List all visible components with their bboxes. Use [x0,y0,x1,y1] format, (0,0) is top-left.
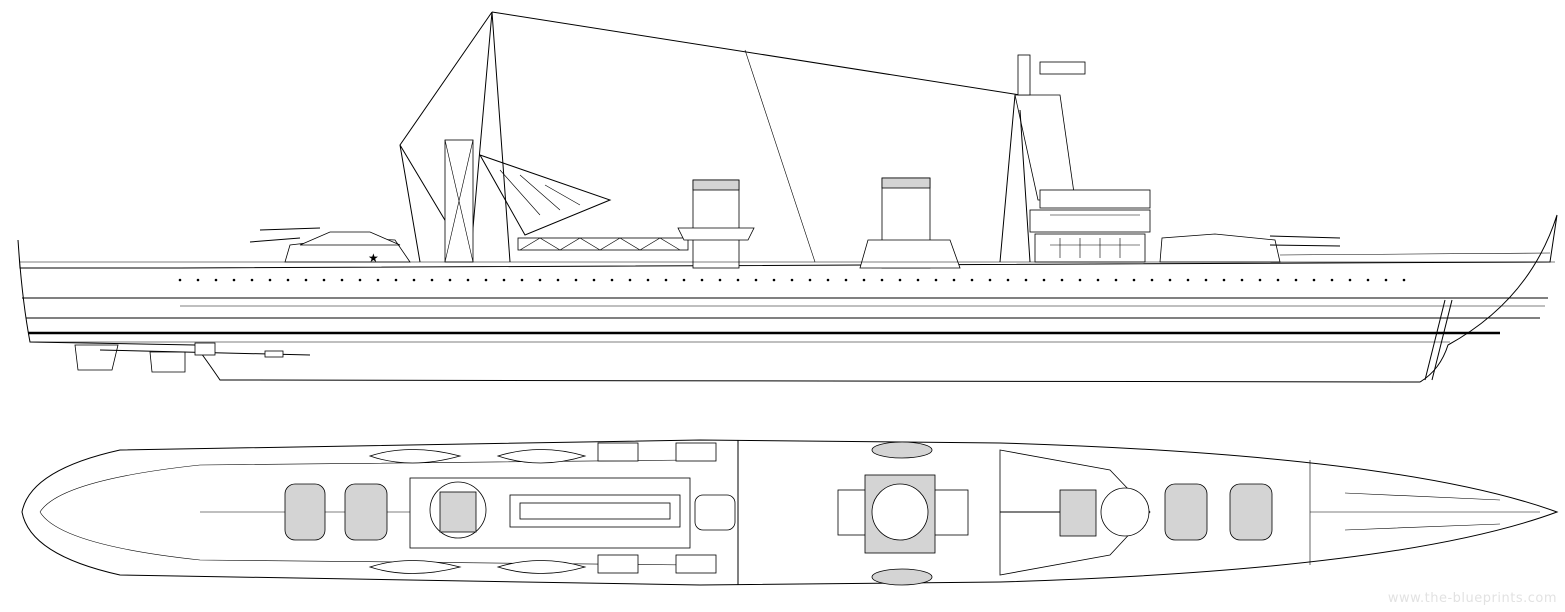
porthole [736,278,740,282]
porthole [970,278,974,282]
porthole [466,278,470,282]
porthole [484,278,488,282]
porthole [610,278,614,282]
portholes [178,278,1406,282]
porthole [394,278,398,282]
porthole [1024,278,1028,282]
hull-plan [21,439,1559,586]
porthole [502,278,506,282]
porthole [430,278,434,282]
porthole [268,278,272,282]
porthole [592,278,596,282]
porthole [916,278,920,282]
porthole [862,278,866,282]
porthole [1060,278,1064,282]
porthole [1114,278,1118,282]
porthole [1222,278,1226,282]
porthole [1348,278,1352,282]
porthole [898,278,902,282]
porthole [1132,278,1136,282]
porthole [1042,278,1046,282]
porthole [1096,278,1100,282]
torpedo-tubes [597,442,717,574]
fore-turret [1159,233,1281,263]
star-emblem: ★ [368,251,379,265]
porthole [934,278,938,282]
porthole [772,278,776,282]
porthole [700,278,704,282]
porthole [664,278,668,282]
porthole [196,278,200,282]
top-plan-view [21,439,1559,586]
porthole [952,278,956,282]
porthole [358,278,362,282]
porthole [574,278,578,282]
porthole [1402,278,1406,282]
porthole [790,278,794,282]
porthole [646,278,650,282]
foremast-tower [1014,94,1076,201]
porthole [1366,278,1370,282]
porthole [520,278,524,282]
porthole [556,278,560,282]
side-profile-view: ★ [17,11,1558,383]
porthole [718,278,722,282]
porthole [826,278,830,282]
aft-funnel [692,179,740,269]
porthole [1168,278,1172,282]
porthole [448,278,452,282]
porthole [844,278,848,282]
porthole [1186,278,1190,282]
porthole [1276,278,1280,282]
porthole [988,278,992,282]
porthole [340,278,344,282]
porthole [682,278,686,282]
porthole [1006,278,1010,282]
porthole [1150,278,1154,282]
porthole [754,278,758,282]
porthole [628,278,632,282]
porthole [1312,278,1316,282]
porthole [412,278,416,282]
porthole [1330,278,1334,282]
porthole [376,278,380,282]
porthole [322,278,326,282]
porthole [250,278,254,282]
porthole [1204,278,1208,282]
porthole [304,278,308,282]
boats [368,449,587,574]
porthole [286,278,290,282]
porthole [538,278,542,282]
porthole [214,278,218,282]
porthole [1240,278,1244,282]
porthole [232,278,236,282]
porthole [178,278,182,282]
porthole [880,278,884,282]
porthole [1078,278,1082,282]
porthole [1384,278,1388,282]
porthole [1294,278,1298,282]
watermark: www.the-blueprints.com [1387,591,1557,606]
porthole [1258,278,1262,282]
porthole [808,278,812,282]
